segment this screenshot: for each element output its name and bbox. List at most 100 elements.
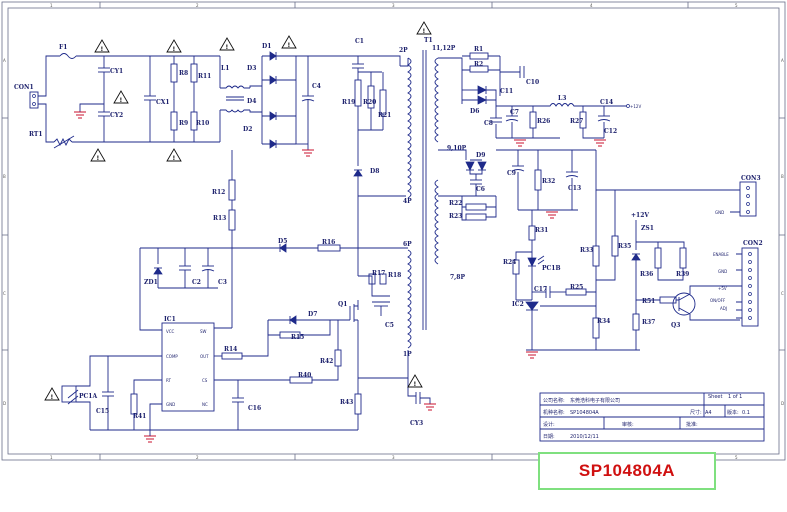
resistor-r2 xyxy=(469,65,489,73)
warning-icon: ! xyxy=(407,374,423,388)
r13-label: R13 xyxy=(213,215,226,222)
resistor-r14 xyxy=(221,352,243,360)
choke-l1-bottom xyxy=(220,109,250,113)
tb-sheet-value: 1 of 1 xyxy=(728,394,742,400)
resistor-r9 xyxy=(170,111,178,131)
warning-symbols: ! ! ! ! ! ! ! ! ! ! xyxy=(44,21,432,401)
border-num-5b: 5 xyxy=(735,455,738,460)
border-num-1: 1 xyxy=(50,3,53,8)
q3-label: Q3 xyxy=(671,322,680,329)
resistor-r11 xyxy=(190,63,198,83)
r15-label: R15 xyxy=(291,334,304,341)
t1-pin-2p: 2P xyxy=(399,47,408,54)
c12-label: C12 xyxy=(604,128,617,135)
zener-zd1 xyxy=(153,267,163,275)
r24-label: R24 xyxy=(503,259,516,266)
resistor-r43 xyxy=(354,393,362,415)
c13-label: C13 xyxy=(568,185,581,192)
diode-d7 xyxy=(289,315,297,325)
d3-label: D3 xyxy=(247,65,256,72)
r19-label: R19 xyxy=(342,99,355,106)
warning-icon: ! xyxy=(281,35,297,49)
fuse-f1 xyxy=(59,53,77,59)
warning-icon: ! xyxy=(90,148,106,162)
tb-company-label: 公司名称: xyxy=(543,397,565,404)
d5-label: D5 xyxy=(278,238,287,245)
input-section: CON1 F1 RT1 CY1 CY2 CX1 xyxy=(14,43,358,157)
tb-size-value: A4 xyxy=(705,410,712,416)
tb-model-value: SP104804A xyxy=(570,410,599,416)
r42-label: R42 xyxy=(320,358,333,365)
con2-enable-label: ENABLE xyxy=(713,252,729,257)
con2-gnd-label: GND xyxy=(718,269,727,274)
c16-label: C16 xyxy=(248,405,261,412)
cy3-label: CY3 xyxy=(410,420,423,427)
c7-label: C7 xyxy=(510,109,519,116)
diode-d9 xyxy=(465,161,475,171)
con3-connector xyxy=(739,181,757,217)
d9-label: D9 xyxy=(476,152,485,159)
con3-gnd-label: GND xyxy=(715,210,724,215)
r17-label: R17 xyxy=(372,270,385,277)
r10-label: R10 xyxy=(196,120,209,127)
border-ticks xyxy=(2,2,785,460)
tb-sheet-label: Sheet xyxy=(708,394,722,400)
border-num-3: 3 xyxy=(392,3,395,8)
r8-label: R8 xyxy=(179,70,188,77)
svg-text:!: ! xyxy=(101,46,104,53)
tb-drawn-label: 设计: xyxy=(543,421,555,428)
svg-text:!: ! xyxy=(414,381,417,388)
warning-icon: ! xyxy=(94,39,110,53)
resistor-r8 xyxy=(170,63,178,83)
diode-d9b xyxy=(477,161,487,171)
rt1-label: RT1 xyxy=(29,131,43,138)
net-label-12v-b: +12V xyxy=(631,212,649,219)
zd1-label: ZD1 xyxy=(144,279,158,286)
ic1-pin-gnd: GND xyxy=(166,402,175,407)
resistor-r26 xyxy=(529,111,537,129)
t1-pin-4p: 4P xyxy=(403,198,412,205)
resistor-r36 xyxy=(654,247,662,269)
border-num-3b: 3 xyxy=(392,455,395,460)
border-num-2: 2 xyxy=(196,3,199,8)
warning-icon: ! xyxy=(219,37,235,51)
warning-icon: ! xyxy=(416,21,432,35)
c3-label: C3 xyxy=(218,279,227,286)
tb-date-label: 日期: xyxy=(543,434,555,440)
border-letter-b2: B xyxy=(781,174,784,179)
resistor-r12 xyxy=(228,179,236,201)
c2-label: C2 xyxy=(192,279,201,286)
con1-label: CON1 xyxy=(14,84,34,91)
svg-text:!: ! xyxy=(97,155,100,162)
tb-size-label: 尺寸: xyxy=(690,409,702,416)
tb-date-value: 2010/12/11 xyxy=(570,434,599,440)
svg-text:!: ! xyxy=(120,97,123,104)
pc1b-led xyxy=(527,257,537,267)
d7-label: D7 xyxy=(308,311,317,318)
resistor-r19 xyxy=(354,79,362,107)
warning-icon: ! xyxy=(166,39,182,53)
ic1-pin-out: OUT xyxy=(200,354,209,359)
resistor-r33 xyxy=(592,245,600,267)
t1-primary-winding xyxy=(407,57,412,199)
ic1-pin-nc: NC xyxy=(202,402,208,407)
resistor-r17 xyxy=(368,273,376,285)
resistor-r41 xyxy=(130,393,138,415)
svg-text:!: ! xyxy=(226,44,229,51)
r9-label: R9 xyxy=(179,120,188,127)
resistor-r1 xyxy=(469,52,489,60)
drawing-inner-frame xyxy=(7,7,780,455)
r40-label: R40 xyxy=(298,372,311,379)
c15-label: C15 xyxy=(96,408,109,415)
ic2-label: IC2 xyxy=(512,301,524,308)
r41-label: R41 xyxy=(133,413,146,420)
cx1-label: CX1 xyxy=(156,99,170,106)
d1-label: D1 xyxy=(262,43,271,50)
con2-onoff-label: ON/OFF xyxy=(710,298,726,303)
resistor-r23 xyxy=(465,213,487,221)
ic1-pin-comp: COMP xyxy=(166,354,178,359)
border-letter-a: A xyxy=(3,58,6,63)
r14-label: R14 xyxy=(224,346,237,353)
r34-label: R34 xyxy=(597,318,610,325)
